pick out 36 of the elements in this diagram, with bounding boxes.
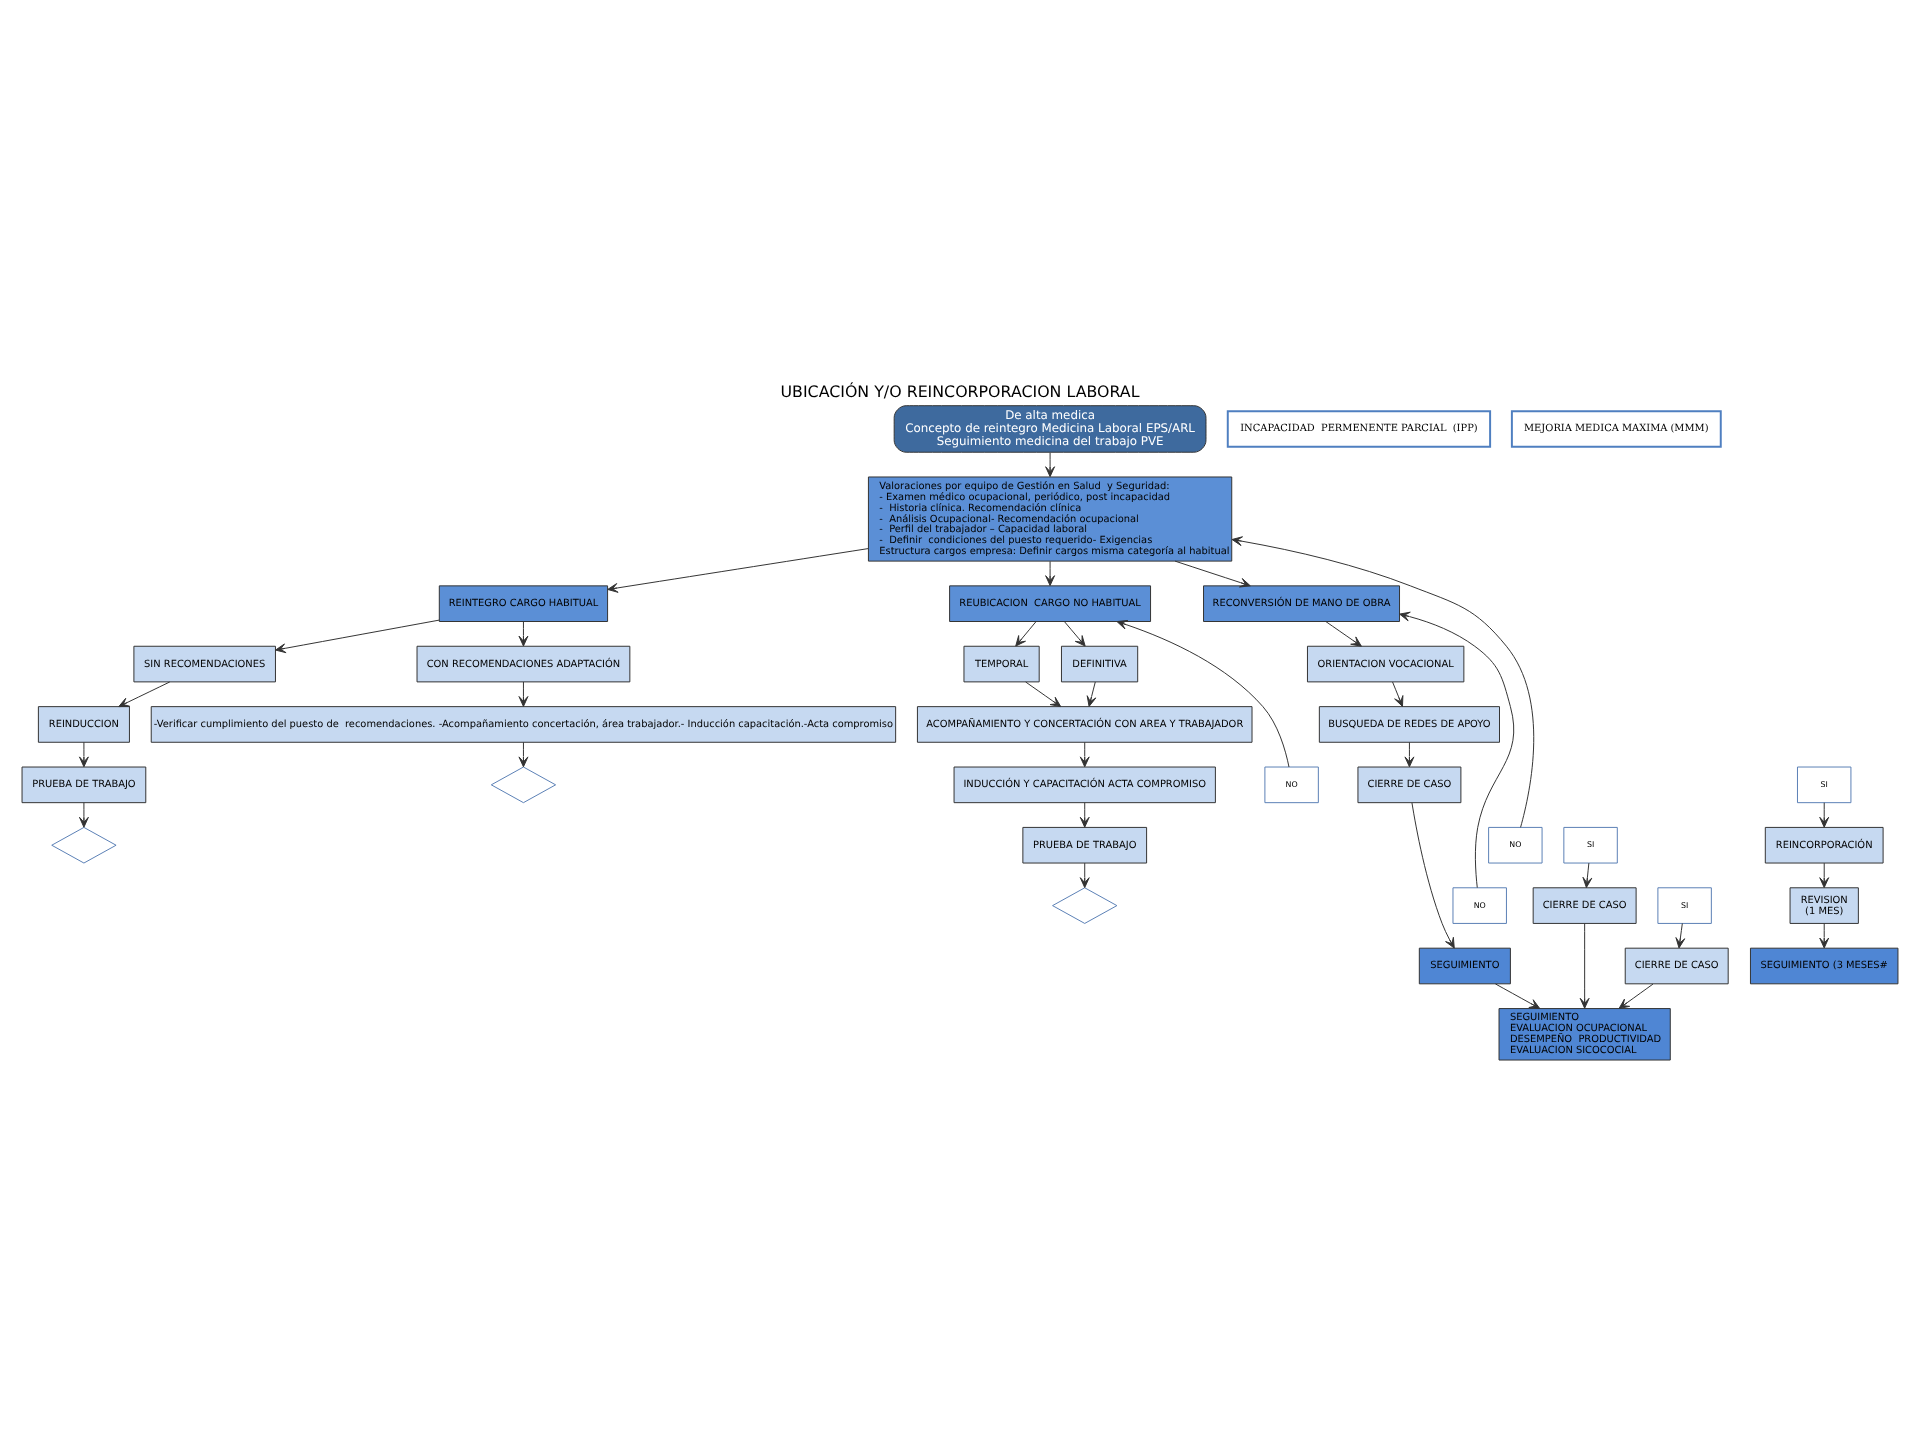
arrow	[518, 741, 529, 768]
arrow	[1411, 802, 1455, 949]
arrow	[518, 681, 529, 707]
node-diamond	[490, 766, 557, 804]
arrow	[1392, 681, 1404, 707]
arrow	[78, 741, 89, 768]
arrow	[1325, 621, 1362, 647]
arrow	[1116, 619, 1290, 768]
arrow	[1025, 681, 1062, 708]
arrow	[1079, 741, 1090, 768]
arrow	[1404, 741, 1415, 768]
arrow	[78, 802, 89, 828]
arrow	[1174, 560, 1251, 588]
arrow	[275, 619, 440, 654]
arrow	[1045, 560, 1056, 587]
arrow	[518, 621, 529, 647]
arrow	[1045, 452, 1056, 478]
arrow	[1819, 802, 1830, 828]
arrow	[607, 548, 869, 593]
arrow	[1819, 923, 1830, 949]
arrow	[1399, 611, 1515, 889]
node-diamond	[1052, 887, 1118, 924]
arrow	[1079, 862, 1090, 889]
arrow	[1015, 621, 1037, 647]
arrow	[1231, 536, 1535, 828]
arrow	[1063, 621, 1086, 647]
arrow	[1086, 681, 1097, 707]
arrow	[1579, 923, 1590, 1009]
arrow	[1582, 862, 1593, 889]
arrow	[1079, 802, 1090, 828]
arrow	[1819, 862, 1830, 889]
arrow	[118, 681, 171, 708]
arrow	[1618, 983, 1654, 1010]
node-diamond	[51, 826, 117, 864]
arrow	[1494, 983, 1541, 1009]
arrow	[1675, 923, 1686, 949]
